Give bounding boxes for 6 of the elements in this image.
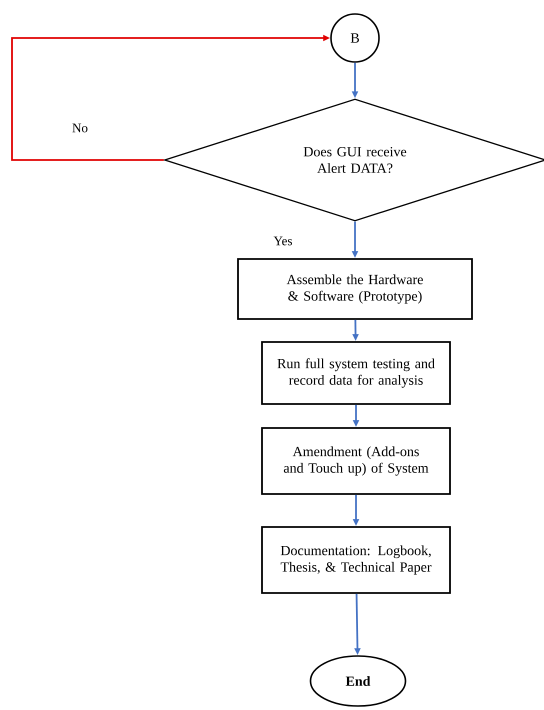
- edge-label: Yes: [272, 236, 294, 246]
- process-box: Documentation: Logbook, Thesis, & Technical Paper: [261, 526, 451, 594]
- edge-label: No: [71, 122, 89, 134]
- process-box: Amendment (Add-ons and Touch up) of System: [261, 427, 451, 495]
- process-box: Run full system testing and record data for analysis: [261, 341, 451, 405]
- process-box: Assemble the Hardware & Software (Prototype): [237, 258, 473, 320]
